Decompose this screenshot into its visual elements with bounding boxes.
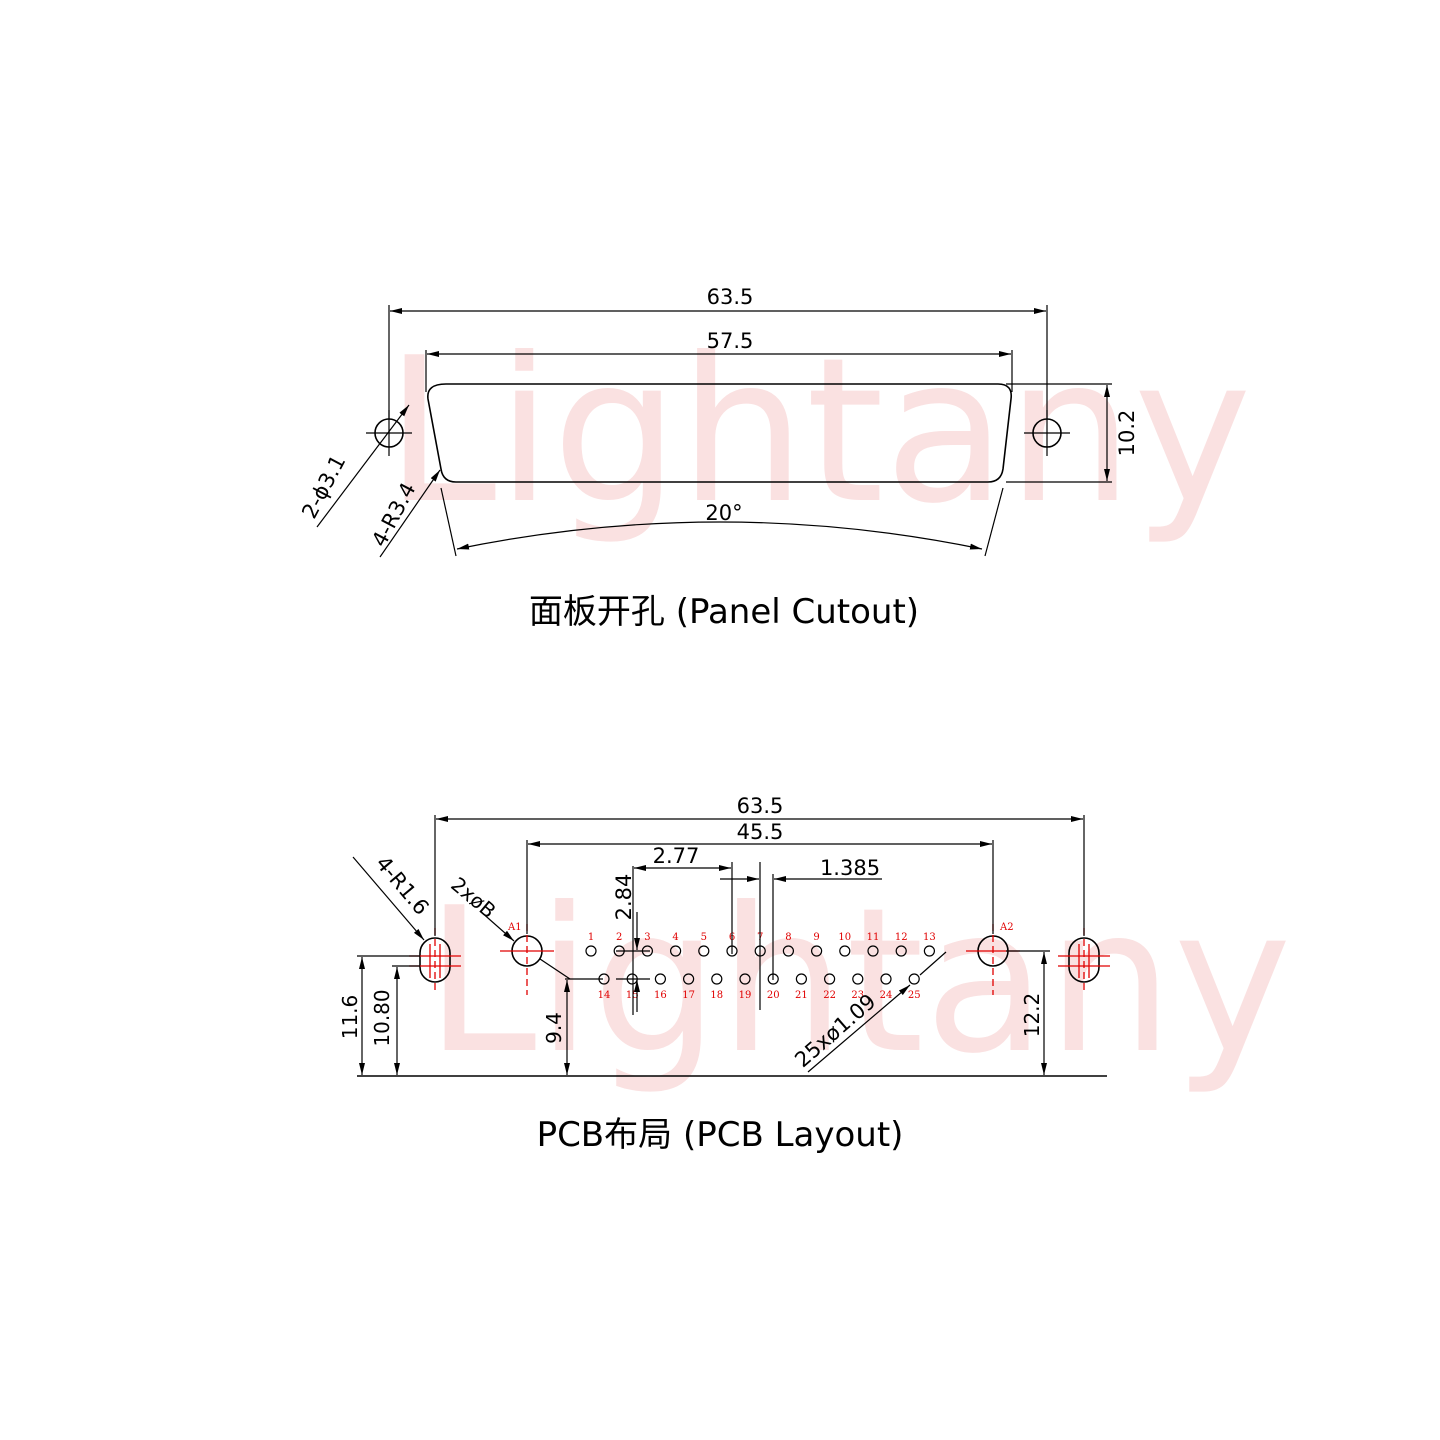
pin-19 [739, 973, 751, 985]
panel-angle-label: 20° [705, 501, 742, 525]
pin-label-2: 2 [616, 932, 622, 943]
pin-label-22: 22 [823, 990, 836, 1001]
watermark-bottom: Lightany [425, 865, 1292, 1098]
pin-11 [867, 945, 879, 957]
pin-4 [669, 945, 682, 957]
pcb-mount-spacing-label: 45.5 [737, 820, 784, 844]
pin-5 [698, 945, 710, 957]
pcb-row-height-label: 9.4 [542, 1012, 566, 1044]
bottom-row-pins: 14 15 16 17 18 19 20 21 22 23 24 25 [598, 973, 921, 1001]
pin-label-24: 24 [880, 990, 893, 1001]
pin-label-12: 12 [895, 932, 908, 943]
pin-label-8: 8 [785, 932, 791, 943]
pin-17 [682, 973, 695, 985]
pin-label-18: 18 [710, 990, 723, 1001]
pin-label-10: 10 [838, 932, 851, 943]
a1-label: A1 [507, 922, 522, 933]
pin-25 [908, 973, 920, 985]
pcb-a2-height-label: 12.2 [1020, 993, 1044, 1038]
pin-label-23: 23 [851, 990, 864, 1001]
pin-label-16: 16 [654, 990, 667, 1001]
pcb-pitch-label: 2.77 [653, 844, 700, 868]
pin-8 [782, 945, 795, 957]
panel-overall-width-label: 63.5 [707, 285, 754, 309]
pin-label-9: 9 [813, 932, 819, 943]
pin-21 [795, 973, 808, 985]
pcb-layout-caption: PCB布局 (PCB Layout) [537, 1115, 904, 1155]
pcb-overall-width-label: 63.5 [737, 794, 784, 818]
pin-12 [895, 945, 907, 957]
pin-9 [810, 945, 823, 957]
pcb-height-outer-label: 11.6 [338, 995, 362, 1040]
pin-16 [654, 973, 667, 985]
pin-label-3: 3 [644, 932, 650, 943]
a2-label: A2 [999, 922, 1014, 933]
pin-label-5: 5 [701, 932, 707, 943]
pin-label-19: 19 [739, 990, 752, 1001]
pin-label-15: 15 [626, 990, 639, 1001]
pin-23 [852, 973, 864, 985]
pin-label-21: 21 [795, 990, 808, 1001]
pin-label-11: 11 [867, 932, 880, 943]
panel-cutout-view: 63.5 57.5 10.2 20° 2-ϕ3.1 4-R3.4 面板开孔 (P… [297, 285, 1139, 632]
right-slot-hole [1058, 928, 1110, 994]
pin-label-20: 20 [767, 990, 780, 1001]
pin-label-25: 25 [908, 990, 921, 1001]
pin-label-1: 1 [588, 932, 594, 943]
pin-label-14: 14 [598, 990, 611, 1001]
d-sub-cutout-outline [427, 383, 1013, 483]
pin-18 [711, 973, 723, 985]
pin-13 [923, 945, 936, 957]
a1-hole [500, 924, 554, 995]
pin-22 [823, 973, 836, 985]
pcb-height-inner-label: 10.80 [370, 989, 394, 1046]
pcb-row-spacing-label: 2.84 [612, 874, 636, 921]
pin-10 [839, 945, 851, 957]
pin-label-4: 4 [672, 932, 678, 943]
panel-hole-diameter-label: 2-ϕ3.1 [297, 451, 350, 522]
panel-height-label: 10.2 [1115, 410, 1139, 457]
pin-24 [880, 973, 892, 985]
pin-label-17: 17 [682, 990, 695, 1001]
panel-inner-width-label: 57.5 [707, 329, 754, 353]
panel-cutout-caption: 面板开孔 (Panel Cutout) [529, 592, 919, 632]
pcb-half-pitch-label: 1.385 [820, 856, 880, 880]
pin-1 [585, 945, 597, 957]
pin-label-13: 13 [923, 932, 936, 943]
